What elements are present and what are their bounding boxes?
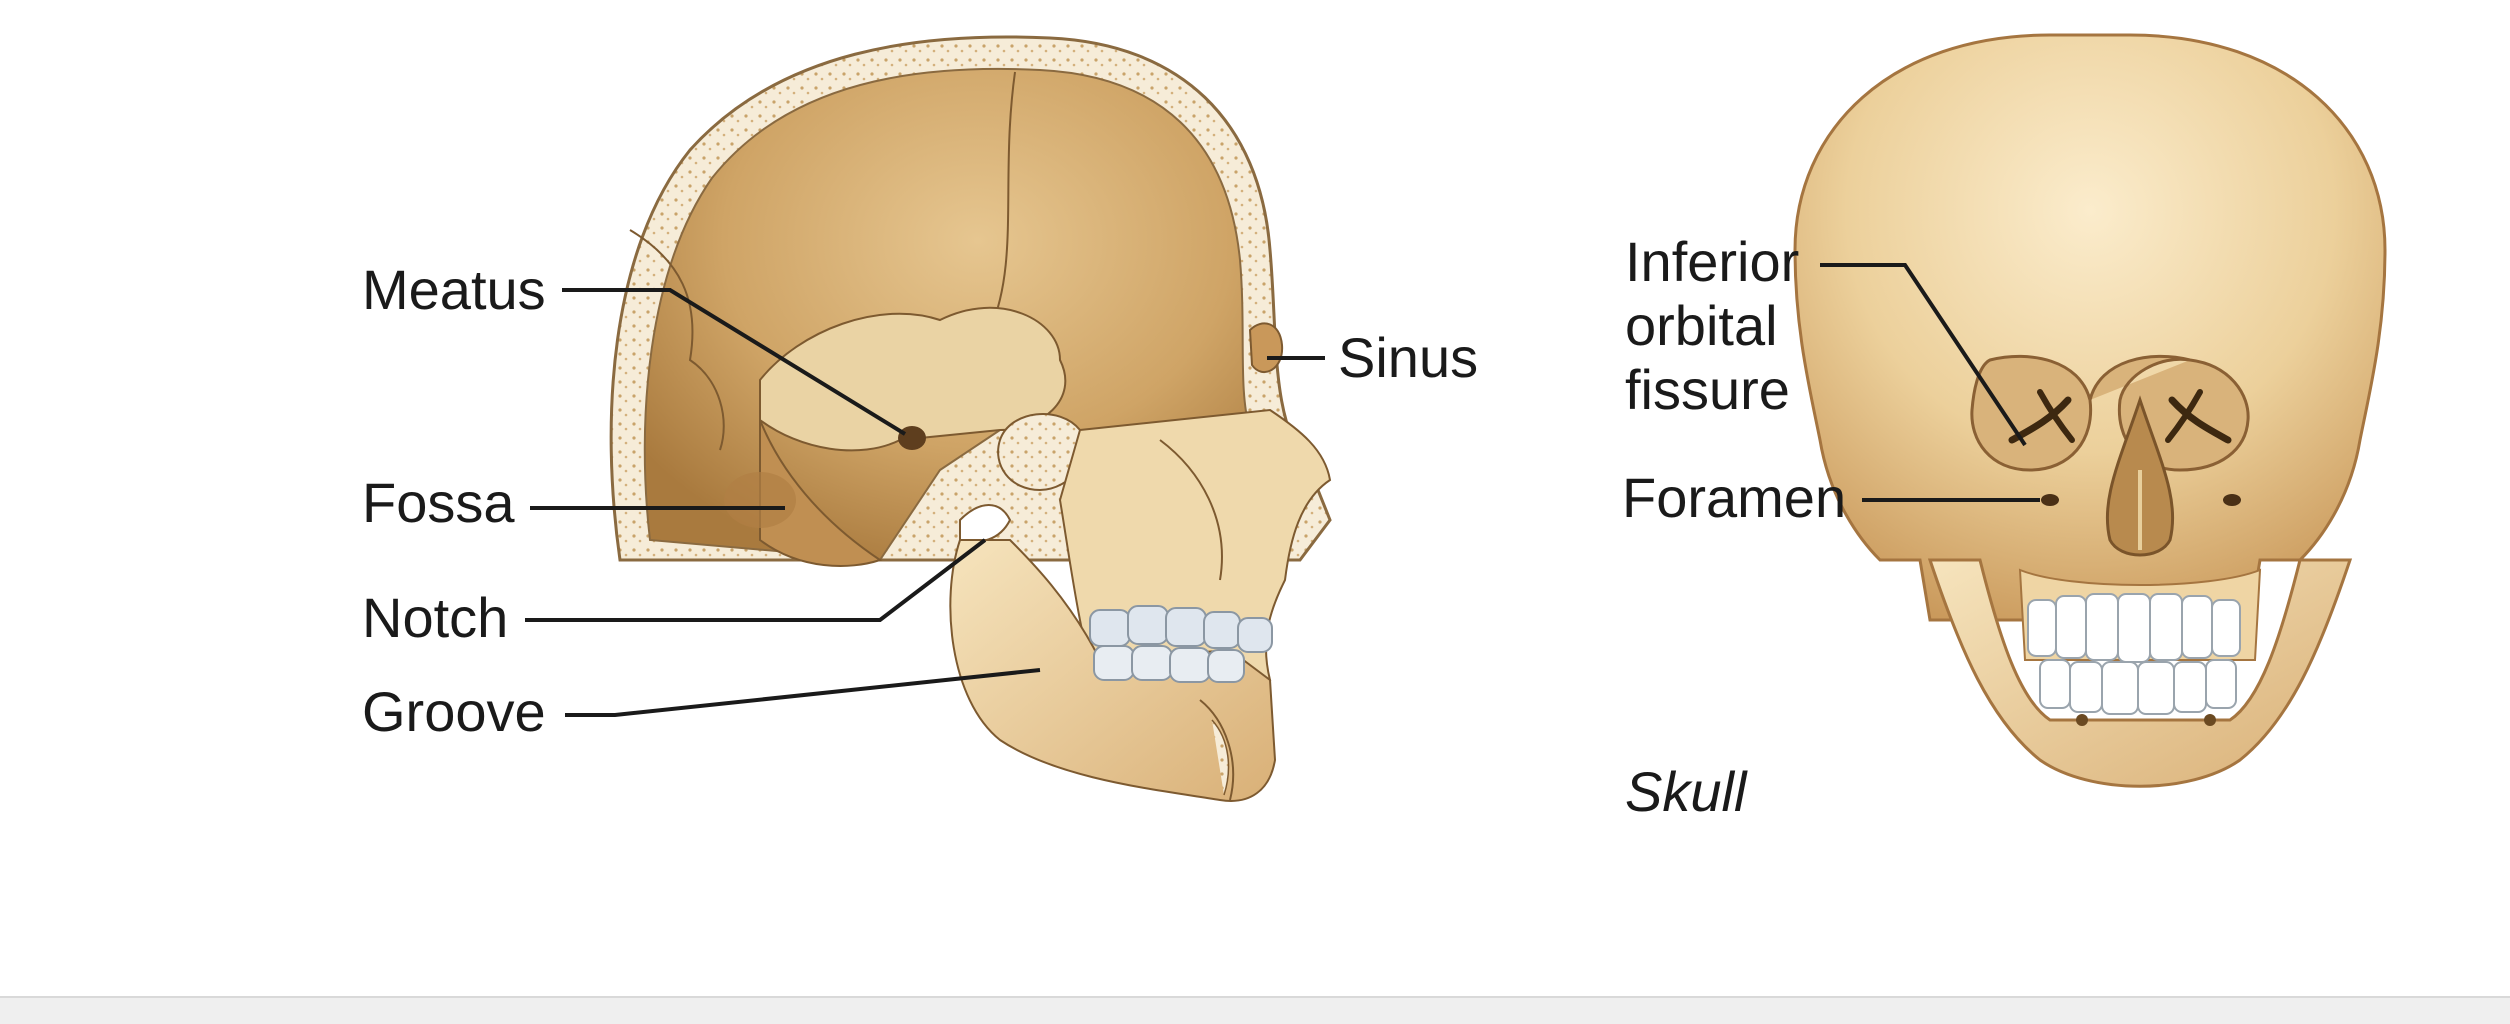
- bottom-bar: [0, 996, 2510, 1024]
- notch-leader: [525, 538, 987, 622]
- label-sinus: Sinus: [1338, 326, 1479, 389]
- anterior-teeth: [2027, 593, 2241, 715]
- right-inferior-orbital-fissure: [2008, 396, 2072, 444]
- lateral-teeth: [1089, 605, 1273, 683]
- label-fossa: Fossa: [362, 471, 515, 534]
- label-inferior-orbital-fissure-line1: Inferior: [1625, 230, 1800, 293]
- right-orbit: [1970, 354, 2093, 472]
- meatus-opening: [898, 426, 926, 450]
- left-inferior-orbital-fissure: [2168, 396, 2232, 444]
- label-notch: Notch: [362, 586, 509, 649]
- label-meatus: Meatus: [362, 258, 546, 321]
- label-foramen: Foramen: [1622, 466, 1847, 529]
- leader-lines: [525, 263, 2040, 717]
- fissure-leader: [1820, 263, 2027, 447]
- fossa-depression: [724, 472, 796, 528]
- infraorbital-foramen: [2041, 494, 2059, 506]
- sinus-cavity: [1248, 322, 1284, 374]
- anterior-mandible: [1927, 558, 2353, 788]
- figure-caption: Skull: [1625, 760, 1747, 823]
- label-groove: Groove: [362, 680, 546, 743]
- label-inferior-orbital-fissure-line2: orbital: [1625, 294, 1778, 357]
- cranium-front: [1793, 33, 2387, 622]
- meatus-leader: [562, 288, 907, 436]
- lateral-skull: [609, 35, 1332, 802]
- skull-figure: Meatus Fossa Notch Groove Sinus Inferior…: [362, 33, 2387, 823]
- skull-illustration: [525, 33, 2387, 802]
- anterior-skull: [1793, 33, 2387, 788]
- label-inferior-orbital-fissure-line3: fissure: [1625, 358, 1790, 421]
- groove-leader: [565, 668, 1041, 717]
